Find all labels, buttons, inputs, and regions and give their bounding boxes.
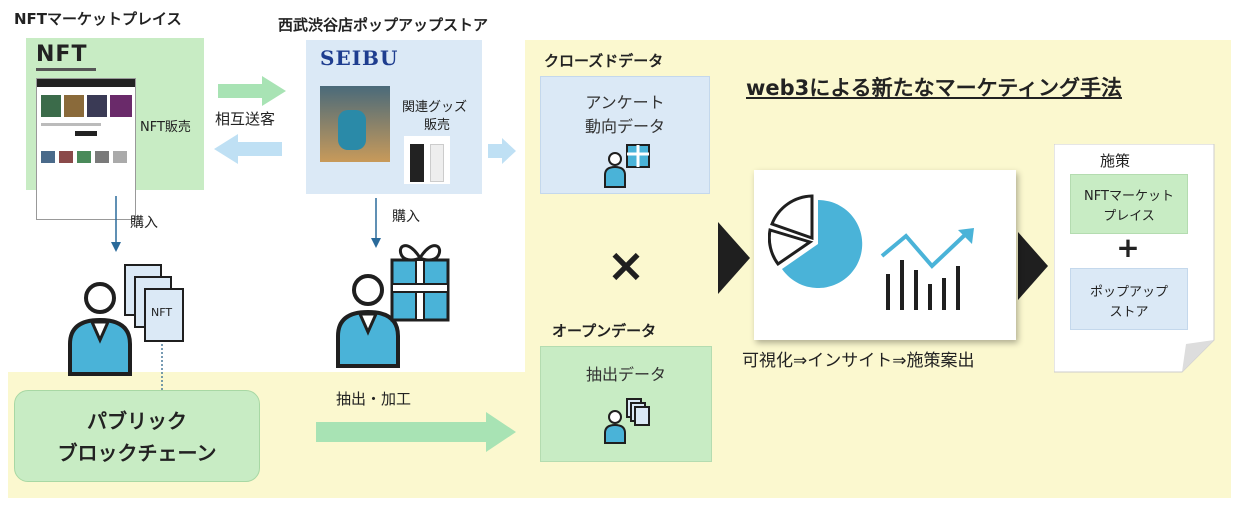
closed-data-title: クローズドデータ — [544, 52, 664, 70]
blockchain-label-line1: パブリック — [87, 409, 187, 433]
site-thumb-2 — [64, 95, 84, 117]
arrow-store-to-closed — [488, 138, 516, 164]
site-thumb-4 — [110, 95, 132, 117]
measure-item-nft: NFTマーケット プレイス — [1070, 174, 1188, 234]
measures-plus: + — [1116, 231, 1140, 264]
person-icon-left — [68, 282, 132, 376]
site-thumb-5 — [41, 151, 55, 163]
nft-sales-label: NFT販売 — [140, 120, 191, 135]
site-thumb-7 — [77, 151, 91, 163]
goods-label-line2: 販売 — [424, 118, 451, 133]
measure-item-nft-line2: プレイス — [1103, 209, 1155, 224]
nft-marketplace-title: NFTマーケットプレイス — [14, 10, 182, 28]
multiply-sign: × — [606, 238, 646, 292]
closed-box-line2: 動向データ — [584, 117, 665, 136]
measure-item-nft-line1: NFTマーケット — [1084, 189, 1174, 204]
goods-photo-person-1 — [410, 144, 424, 182]
purchase-arrow-left — [111, 196, 121, 252]
purchase-left-label: 購入 — [130, 215, 158, 231]
gift-icon — [390, 244, 450, 322]
site-thumb-9 — [113, 151, 127, 163]
site-button — [75, 131, 97, 136]
nft-site-screenshot — [36, 78, 136, 220]
measure-item-popup-line1: ポップアップ — [1089, 285, 1168, 300]
arrow-left-blue — [214, 134, 282, 164]
site-thumb-8 — [95, 151, 109, 163]
site-thumb-1 — [41, 95, 61, 117]
person-docs-icon — [604, 398, 650, 444]
goods-label-line1: 関連グッズ — [402, 100, 468, 115]
dotted-link-line — [161, 344, 163, 394]
site-thumb-3 — [87, 95, 107, 117]
mutual-referral-label: 相互送客 — [215, 110, 276, 128]
measure-item-popup: ポップアップ ストア — [1070, 268, 1188, 330]
nft-marketplace-panel: NFT NFT販売 — [26, 38, 204, 220]
open-data-title: オープンデータ — [552, 322, 657, 340]
open-box-line1: 抽出データ — [585, 365, 666, 384]
site-header-bar — [37, 79, 135, 87]
blockchain-label-line2: ブロックチェーン — [57, 441, 217, 465]
purchase-arrow-right — [371, 198, 381, 248]
arrow-right-green — [218, 76, 286, 106]
popup-store-title: 西武渋谷店ポップアップストア — [278, 16, 489, 34]
seibu-logo: SEIBU — [320, 46, 399, 70]
pie-chart-icon — [768, 194, 863, 288]
analysis-box — [754, 170, 1016, 340]
extract-arrow — [316, 412, 516, 452]
measures-title: 施策 — [1100, 152, 1131, 170]
store-photo-figure — [338, 110, 366, 150]
public-blockchain-box: パブリック ブロックチェーン — [14, 390, 260, 482]
trend-chart-icon — [880, 228, 974, 310]
chevron-arrow-1 — [718, 222, 750, 294]
measure-item-popup-line2: ストア — [1109, 305, 1149, 320]
nft-card-front: NFT — [144, 288, 184, 342]
closed-box-line1: アンケート — [585, 93, 665, 112]
extract-process-label: 抽出・加工 — [336, 390, 412, 408]
person-gift-icon — [604, 144, 650, 188]
nft-logo: NFT — [36, 42, 88, 67]
purchase-right-label: 購入 — [392, 209, 420, 225]
site-thumb-6 — [59, 151, 73, 163]
nft-card-label: NFT — [151, 306, 173, 319]
goods-photo-person-2 — [430, 144, 444, 182]
nft-logo-tagline — [36, 68, 96, 71]
main-heading: web3による新たなマーケティング手法 — [746, 76, 1122, 100]
popup-store-panel: SEIBU 関連グッズ 販売 — [306, 40, 482, 194]
site-text-line — [41, 123, 101, 126]
person-icon-right — [336, 274, 400, 368]
chevron-arrow-2 — [1018, 232, 1048, 300]
analysis-caption: 可視化⇒インサイト⇒施策案出 — [742, 351, 975, 371]
closed-data-box: アンケート 動向データ — [540, 76, 710, 194]
open-data-box: 抽出データ — [540, 346, 712, 462]
